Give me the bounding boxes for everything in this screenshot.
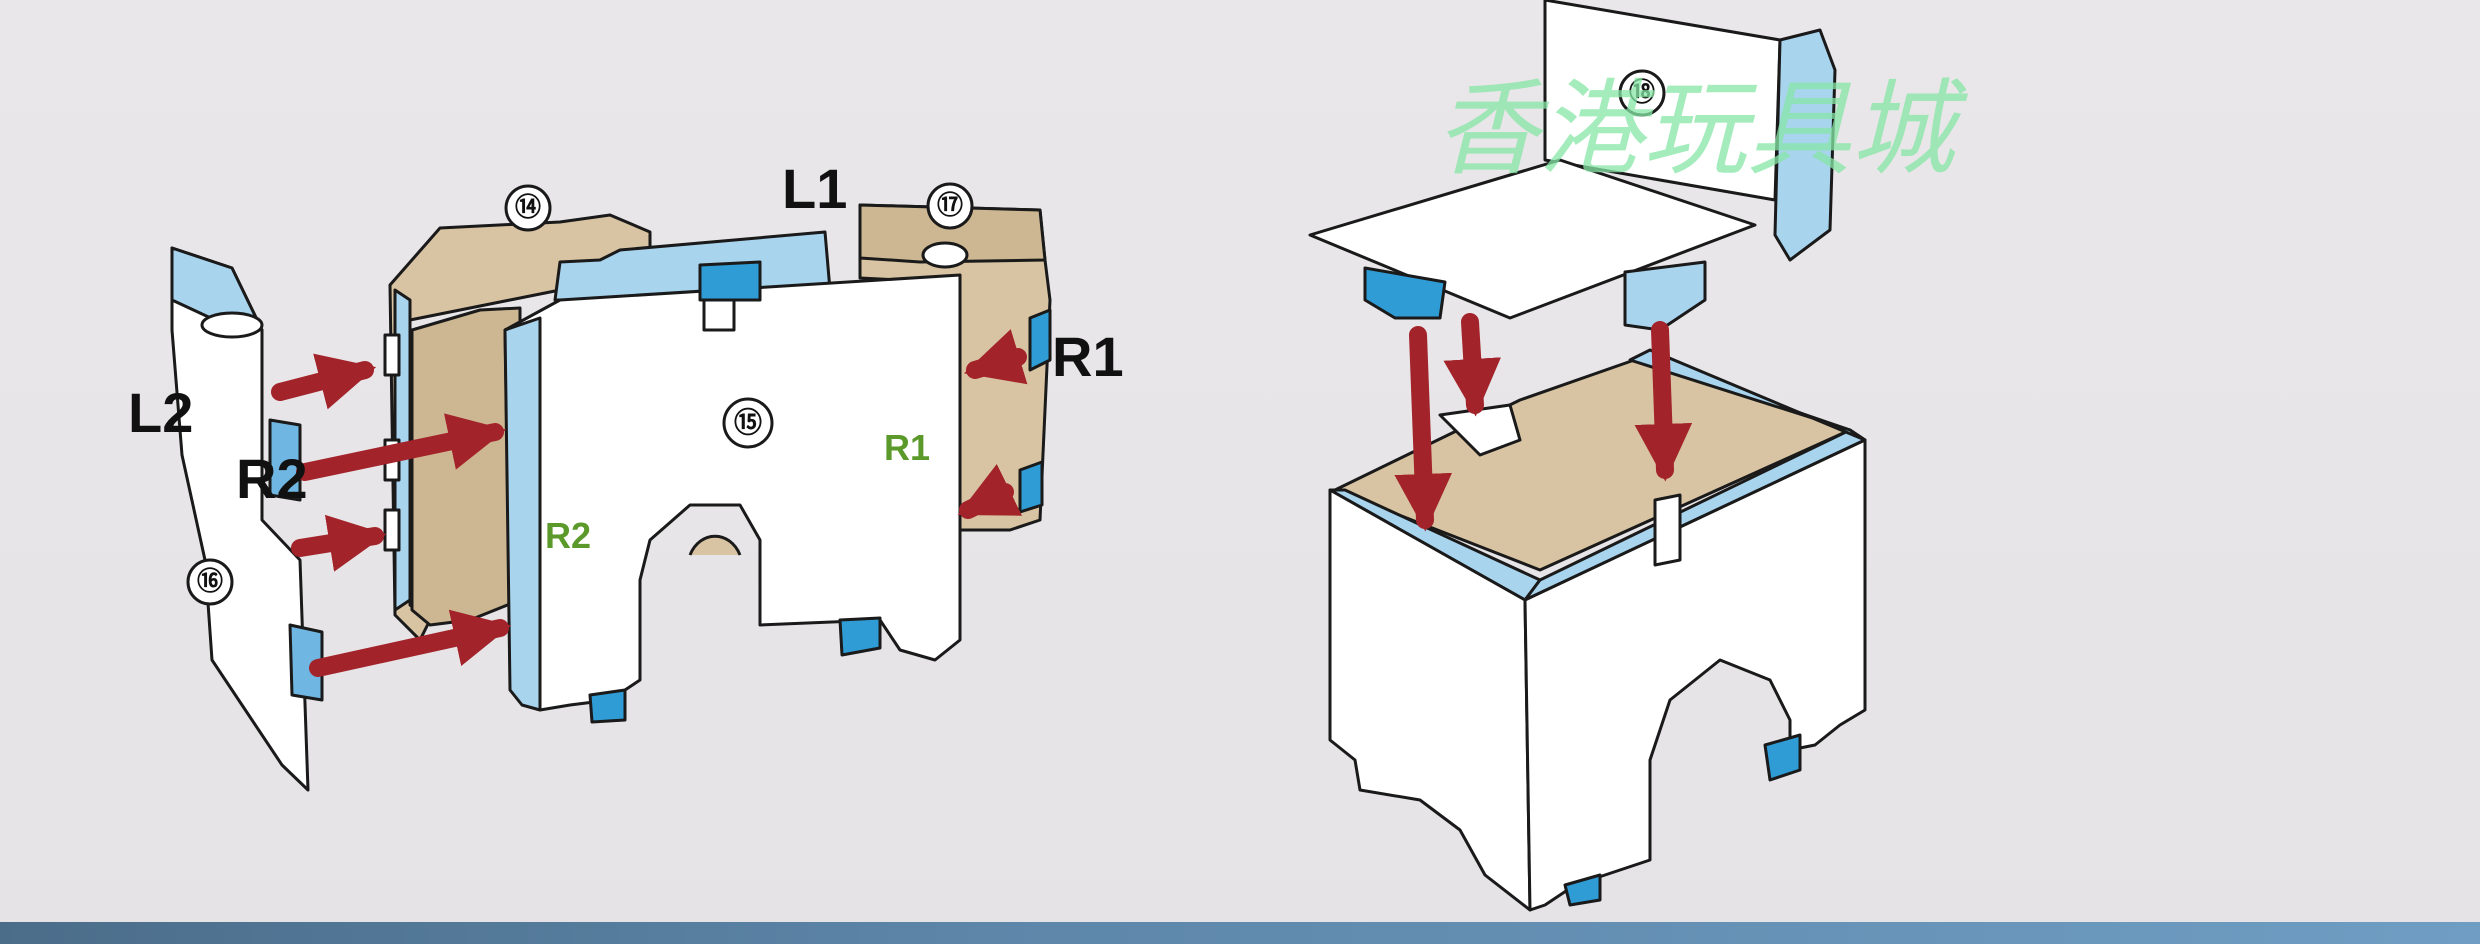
right-arrows [1394, 313, 1693, 532]
part-number-14: ⑭ [515, 192, 541, 223]
left-assembly [170, 182, 1052, 792]
part-15-panel [503, 230, 962, 724]
arrow-r1-top [963, 329, 1028, 385]
label-r1-panel: R1 [884, 427, 930, 468]
arrow-16-to-14-top [271, 353, 377, 410]
arrow-lid-right [1634, 321, 1693, 482]
label-r2-side: R2 [236, 447, 308, 510]
part-16-panel [170, 246, 324, 792]
arrow-16-to-15-bottom [309, 609, 512, 677]
label-r2-panel: R2 [545, 515, 591, 556]
arrow-r1-bottom [957, 463, 1023, 519]
part-number-18-circle [1618, 69, 1666, 117]
stool-box [1328, 348, 1867, 912]
arrow-lid-left-back [1443, 313, 1501, 417]
label-l2: L2 [128, 381, 193, 444]
label-r1-side: R1 [1052, 325, 1124, 388]
arrow-lid-left-front [1394, 326, 1453, 532]
part-number-circles [186, 182, 974, 606]
arrow-r2-to-15 [296, 413, 507, 481]
part-number-16: ⑯ [197, 566, 223, 597]
part-number-15: ⑮ [734, 406, 762, 439]
right-assembly [1308, 0, 1867, 912]
part-number-18: ⑱ [1629, 77, 1655, 108]
left-arrows [271, 329, 1028, 677]
part-number-17: ⑰ [937, 190, 963, 221]
label-l1: L1 [782, 157, 847, 220]
arrow-16-to-14-bottom [291, 514, 387, 572]
bottom-edge-strip [0, 922, 2480, 944]
watermark-text: 香港玩具城 [1435, 68, 1968, 190]
